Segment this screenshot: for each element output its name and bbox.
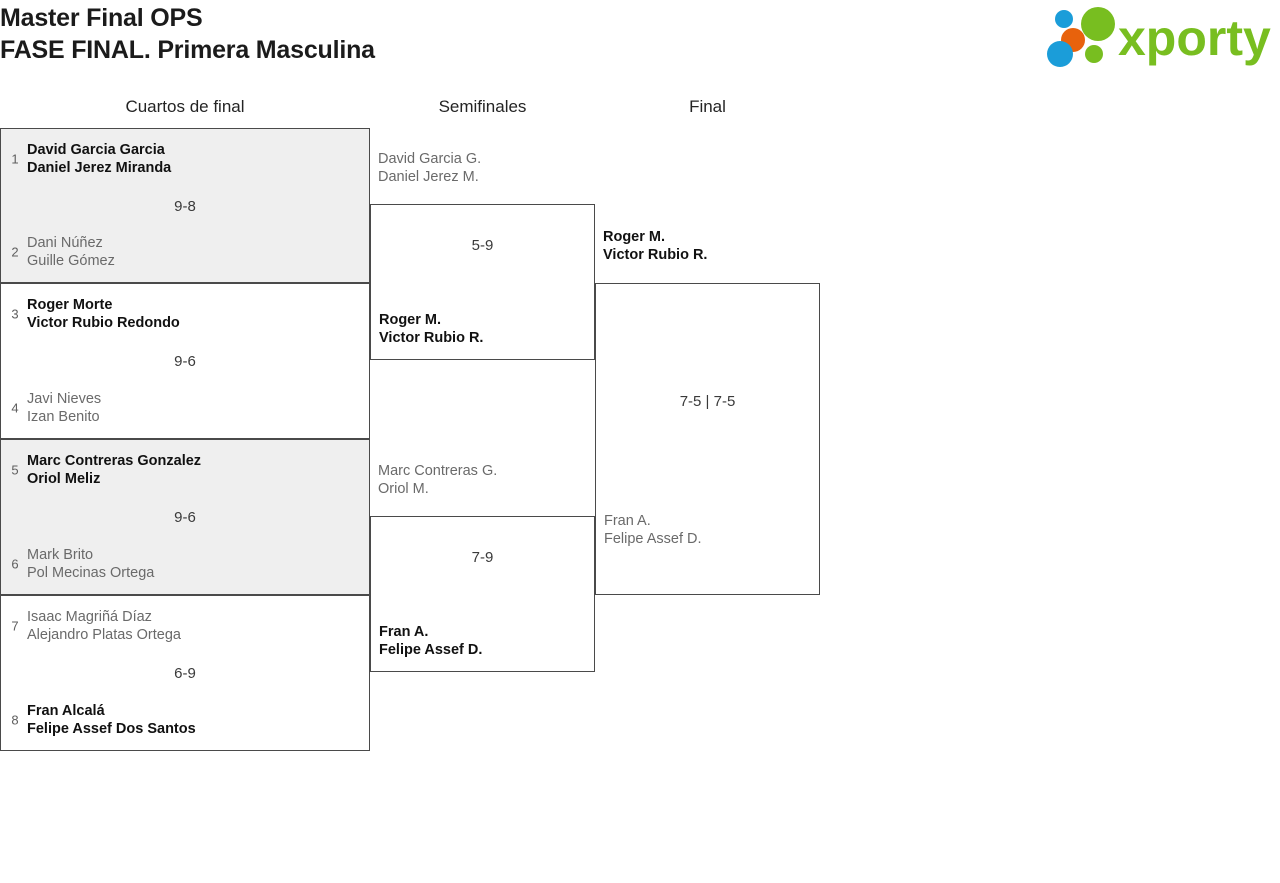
match-final[interactable]: 7-5 | 7-5 Fran A. Felipe Assef D.	[595, 283, 820, 595]
logo-dot-blue-small	[1055, 10, 1073, 28]
match-score: 7-5 | 7-5	[679, 393, 736, 410]
match-team-bottom[interactable]: Fran A. Felipe Assef D.	[371, 617, 594, 665]
player-name-2: Oriol M.	[378, 481, 429, 497]
round-header-semifinals: Semifinales	[438, 97, 527, 116]
match-team-bottom[interactable]: Roger M. Victor Rubio R.	[371, 305, 594, 353]
player-name-1: David Garcia Garcia	[27, 142, 165, 158]
match-final-top-team[interactable]: Roger M. Victor Rubio R.	[595, 218, 820, 274]
seed-number: 7	[11, 618, 19, 634]
player-name-1: Fran Alcalá	[27, 703, 105, 719]
logo-dot-green-small	[1085, 45, 1103, 63]
match-team-bottom[interactable]: 4 Javi Nieves Izan Benito	[1, 384, 369, 432]
seed-number: 4	[11, 400, 19, 416]
match-score: 7-9	[471, 549, 494, 566]
seed-number: 5	[11, 462, 19, 478]
player-name-1: Fran A.	[604, 513, 651, 529]
match-team-top[interactable]: 7 Isaac Magriñá Díaz Alejandro Platas Or…	[1, 602, 369, 650]
match-team-bottom[interactable]: 8 Fran Alcalá Felipe Assef Dos Santos	[1, 696, 369, 744]
match-team-top[interactable]: Roger M. Victor Rubio R.	[595, 224, 820, 268]
seed-number: 1	[11, 151, 19, 167]
player-name-2: Daniel Jerez M.	[378, 169, 479, 185]
player-name-2: Felipe Assef D.	[604, 531, 702, 547]
player-name-2: Guille Gómez	[27, 253, 115, 269]
match-team-top[interactable]: 3 Roger Morte Victor Rubio Redondo	[1, 290, 369, 338]
seed-number: 6	[11, 556, 19, 572]
round-header-quarterfinals: Cuartos de final	[125, 97, 245, 116]
tournament-phase: FASE FINAL. Primera Masculina	[0, 36, 375, 64]
match-semifinal-2[interactable]: 7-9 Fran A. Felipe Assef D.	[370, 516, 595, 672]
player-name-1: Dani Núñez	[27, 235, 103, 251]
match-team-top[interactable]: Marc Contreras G. Oriol M.	[370, 458, 595, 502]
match-semifinal-1-top-team[interactable]: David Garcia G. Daniel Jerez M.	[370, 140, 595, 196]
match-score: 9-6	[174, 353, 196, 370]
match-team-bottom[interactable]: 6 Mark Brito Pol Mecinas Ortega	[1, 540, 369, 588]
match-quarterfinal-1[interactable]: 1 David Garcia Garcia Daniel Jerez Miran…	[0, 128, 370, 283]
player-name-2: Victor Rubio Redondo	[27, 315, 180, 331]
player-name-1: Javi Nieves	[27, 391, 102, 407]
player-name-2: Oriol Meliz	[27, 471, 101, 487]
player-name-1: Fran A.	[379, 624, 429, 640]
match-team-top[interactable]: 1 David Garcia Garcia Daniel Jerez Miran…	[1, 135, 369, 183]
player-name-1: Isaac Magriñá Díaz	[27, 609, 152, 625]
match-team-bottom[interactable]: 2 Dani Núñez Guille Gómez	[1, 228, 369, 276]
player-name-2: Izan Benito	[27, 409, 100, 425]
match-score: 9-8	[174, 198, 196, 215]
player-name-1: David Garcia G.	[378, 151, 482, 167]
player-name-1: Marc Contreras Gonzalez	[27, 453, 202, 469]
match-semifinal-1[interactable]: 5-9 Roger M. Victor Rubio R.	[370, 204, 595, 360]
match-team-top[interactable]: 5 Marc Contreras Gonzalez Oriol Meliz	[1, 446, 369, 494]
match-score: 5-9	[471, 237, 494, 254]
player-name-2: Alejandro Platas Ortega	[27, 627, 181, 643]
player-name-1: Roger Morte	[27, 297, 113, 313]
player-name-1: Roger M.	[603, 229, 666, 245]
player-name-2: Victor Rubio R.	[379, 330, 484, 346]
match-team-bottom[interactable]: Fran A. Felipe Assef D.	[596, 506, 819, 554]
logo-dot-green-large	[1081, 7, 1115, 41]
logo-dot-blue-large	[1047, 41, 1073, 67]
player-name-2: Felipe Assef Dos Santos	[27, 721, 196, 737]
match-score: 9-6	[174, 509, 196, 526]
logo-wordmark: xporty	[1118, 10, 1271, 66]
player-name-2: Victor Rubio R.	[603, 247, 708, 263]
player-name-2: Daniel Jerez Miranda	[27, 160, 172, 176]
xporty-logo: xporty	[1046, 6, 1274, 68]
xporty-logo-svg: xporty	[1047, 7, 1271, 67]
seed-number: 3	[11, 306, 19, 322]
player-name-1: Marc Contreras G.	[378, 463, 498, 479]
seed-number: 8	[11, 712, 19, 728]
player-name-1: Mark Brito	[27, 547, 94, 563]
match-team-top[interactable]: David Garcia G. Daniel Jerez M.	[370, 146, 595, 190]
player-name-2: Pol Mecinas Ortega	[27, 565, 155, 581]
match-quarterfinal-2[interactable]: 3 Roger Morte Victor Rubio Redondo 9-6 4…	[0, 283, 370, 439]
match-semifinal-2-top-team[interactable]: Marc Contreras G. Oriol M.	[370, 452, 595, 508]
match-quarterfinal-4[interactable]: 7 Isaac Magriñá Díaz Alejandro Platas Or…	[0, 595, 370, 751]
page-title: Master Final OPS FASE FINAL. Primera Mas…	[0, 2, 900, 66]
match-score: 6-9	[174, 665, 196, 682]
player-name-2: Felipe Assef D.	[379, 642, 483, 658]
seed-number: 2	[11, 244, 19, 260]
match-quarterfinal-3[interactable]: 5 Marc Contreras Gonzalez Oriol Meliz 9-…	[0, 439, 370, 595]
player-name-1: Roger M.	[379, 312, 442, 328]
tournament-name: Master Final OPS	[0, 4, 203, 32]
round-header-final: Final	[689, 97, 726, 116]
